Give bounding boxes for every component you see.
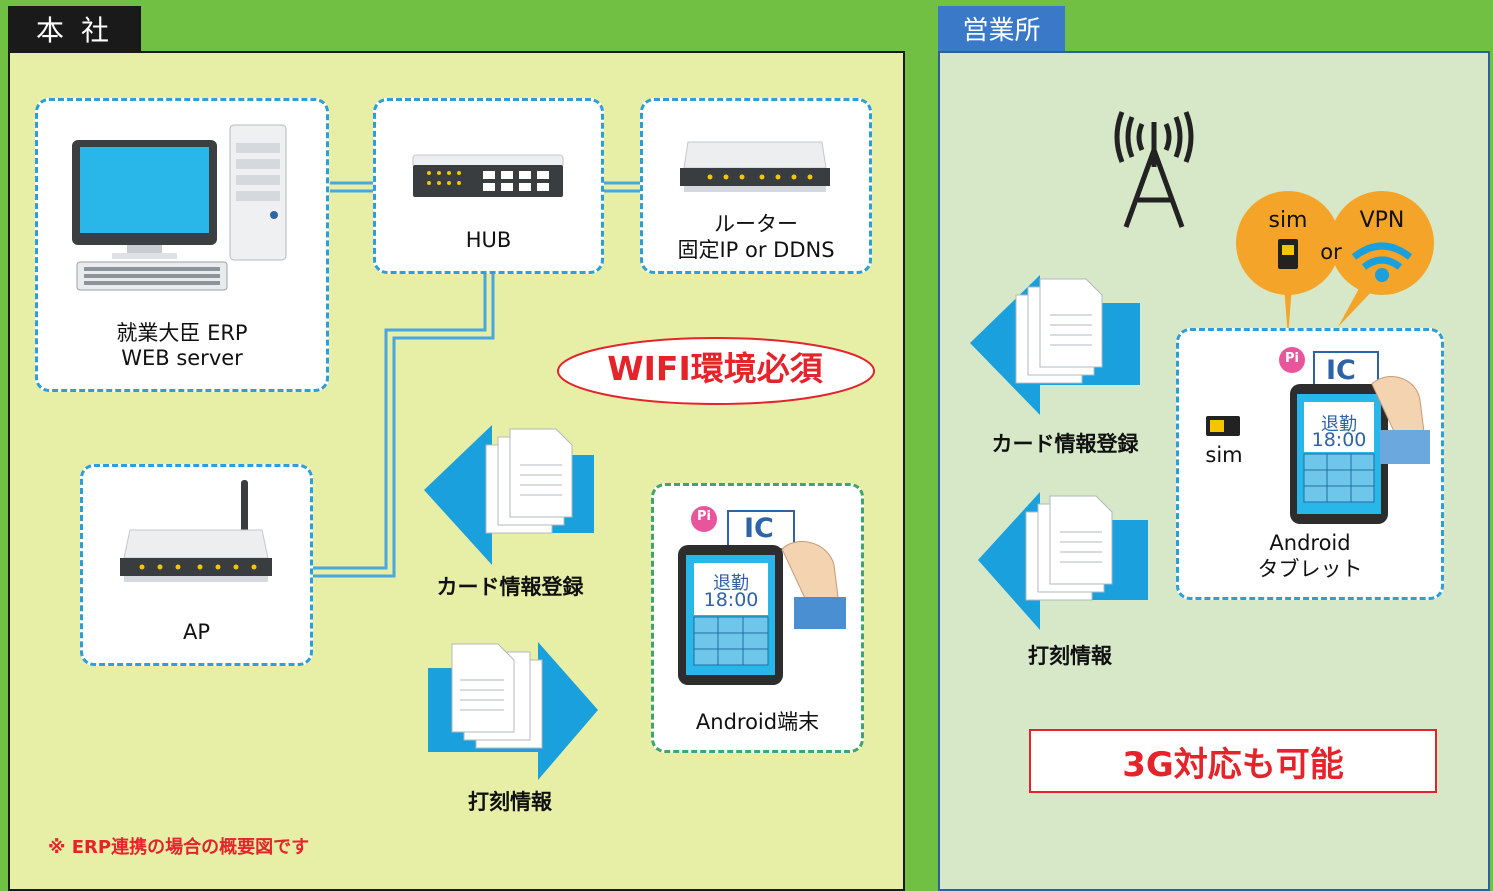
- hq-tab-label: 本 社: [36, 13, 113, 47]
- tablet-time: 18:00: [1311, 429, 1367, 451]
- pc-icon: [72, 124, 287, 291]
- 3g-label: 3G対応も可能: [1122, 744, 1344, 785]
- tablet-pi-badge: Pi: [1285, 351, 1299, 366]
- wifi-required-label: WIFI環境必須: [607, 349, 823, 388]
- speech-bubbles: [1236, 191, 1434, 337]
- hub-box: [373, 98, 604, 274]
- ap-label: AP: [182, 620, 211, 644]
- hq-card-register-label: カード情報登録: [436, 575, 584, 599]
- hub-icon: [412, 154, 564, 197]
- 3g-box: 3G対応も可能: [1029, 729, 1437, 793]
- hub-label: HUB: [465, 228, 512, 252]
- ap-icon: [120, 480, 272, 582]
- android-terminal-icon: [678, 506, 846, 685]
- android-pi-badge: Pi: [697, 509, 711, 524]
- android-time: 18:00: [703, 589, 759, 611]
- card-register-arrow-icon: [424, 425, 594, 565]
- branch-card-register-label: カード情報登録: [991, 432, 1139, 456]
- branch-card-register-arrow-icon: [970, 275, 1140, 415]
- tablet-label-1: Android: [1269, 531, 1351, 555]
- android-label: Android端末: [695, 710, 820, 734]
- hq-punch-info-label: 打刻情報: [468, 790, 552, 814]
- tablet-ic-label: IC: [1326, 355, 1356, 386]
- router-icon: [680, 141, 830, 192]
- bubble-or-label: or: [1320, 240, 1342, 264]
- tablet-sim-label: sim: [1205, 443, 1243, 467]
- android-tablet-icon: [1279, 347, 1430, 524]
- bubble-sim-label: sim: [1268, 208, 1308, 233]
- hq-tab: 本 社: [8, 6, 141, 51]
- router-label-2: 固定IP or DDNS: [677, 238, 835, 262]
- hq-note: ※ ERP連携の場合の概要図です: [48, 837, 310, 858]
- bubble-vpn-label: VPN: [1359, 208, 1405, 233]
- branch-tab-label: 営業所: [962, 16, 1041, 46]
- wifi-ellipse: [557, 337, 875, 405]
- tablet-status: 退勤: [1321, 414, 1357, 435]
- sim-card-icon: [1206, 416, 1240, 436]
- branch-punch-info-arrow-icon: [978, 492, 1148, 630]
- branch-punch-info-label: 打刻情報: [1028, 644, 1112, 668]
- branch-tab: 営業所: [938, 6, 1065, 51]
- android-status: 退勤: [713, 573, 749, 594]
- punch-info-arrow-icon: [428, 642, 598, 780]
- antenna-icon: [1114, 111, 1194, 228]
- server-label-1: 就業大臣 ERP: [116, 321, 248, 345]
- server-label-2: WEB server: [121, 346, 243, 370]
- android-ic-label: IC: [744, 513, 774, 544]
- router-label-1: ルーター: [714, 212, 798, 236]
- tablet-label-2: タブレット: [1257, 557, 1363, 581]
